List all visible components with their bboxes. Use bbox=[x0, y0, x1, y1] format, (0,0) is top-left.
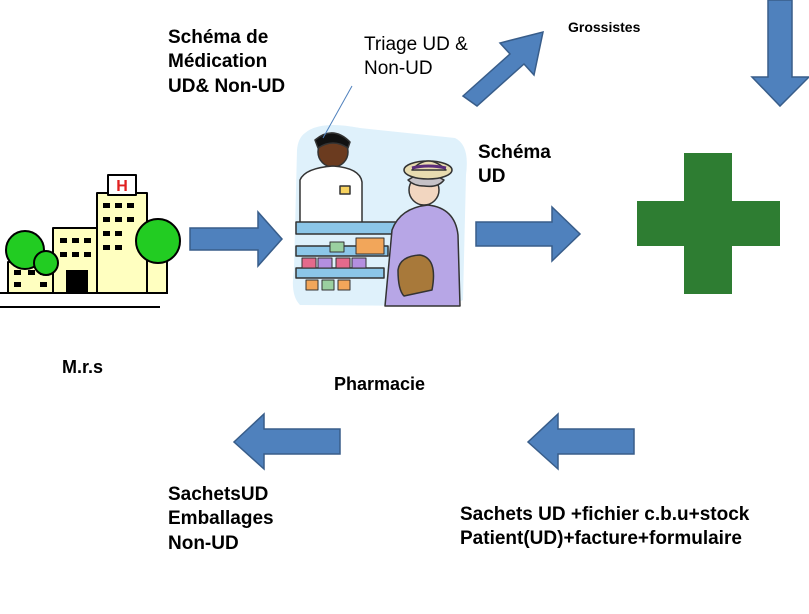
arrow-down-right bbox=[750, 0, 809, 108]
arrow-to-grossistes bbox=[461, 30, 544, 107]
arrow-mrs-to-pharmacie bbox=[189, 210, 284, 268]
svg-text:H: H bbox=[116, 178, 128, 195]
label-schema-ud: Schéma UD bbox=[478, 142, 551, 188]
triage-callout-line bbox=[322, 85, 353, 139]
hospital-icon: H bbox=[0, 174, 181, 308]
arrow-return-right bbox=[526, 412, 635, 471]
pharmacist-customer-icon bbox=[292, 124, 467, 307]
label-grossistes: Grossistes bbox=[568, 19, 641, 35]
label-sachets-left: SachetsUD Emballages Non-UD bbox=[168, 484, 274, 554]
label-pharmacie: Pharmacie bbox=[334, 374, 426, 394]
arrow-return-left bbox=[232, 412, 341, 471]
label-schema-medication: Schéma de Médication UD& Non-UD bbox=[168, 27, 286, 97]
arrow-pharmacie-to-cross bbox=[475, 205, 582, 263]
label-sachets-right: Sachets UD +fichier c.b.u+stock Patient(… bbox=[460, 504, 750, 550]
label-mrs: M.r.s bbox=[62, 357, 104, 377]
label-triage: Triage UD & Non-UD bbox=[364, 34, 468, 80]
green-cross-icon bbox=[637, 153, 780, 294]
